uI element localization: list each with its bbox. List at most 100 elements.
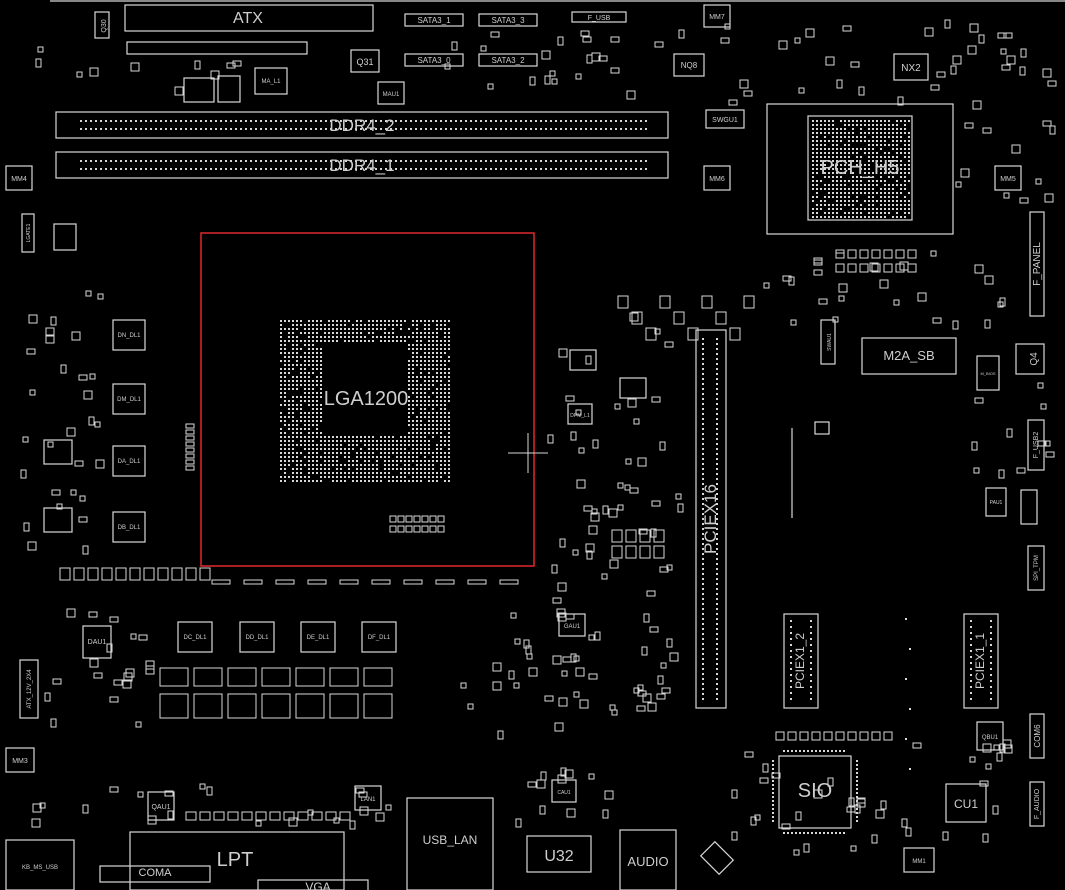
lga-pad [360, 436, 362, 438]
passive-component [880, 800, 887, 810]
swgu1-chip [705, 109, 745, 129]
pch-ball [904, 196, 906, 198]
pch-ball [848, 200, 850, 202]
ddr-pin [515, 120, 517, 122]
pch-ball [880, 208, 882, 210]
ddr-pin [500, 120, 502, 122]
pch-ball [812, 196, 814, 198]
lga-pad [444, 428, 446, 430]
lga-pad [448, 436, 450, 438]
pch-ball [840, 208, 842, 210]
pch-ball [848, 152, 850, 154]
lga-pad [444, 336, 446, 338]
pch-ball [900, 192, 902, 194]
pcie-pin [716, 423, 718, 425]
pch-ball [856, 124, 858, 126]
lga-pad [448, 368, 450, 370]
ddr-pin [140, 128, 142, 130]
passive-component [138, 634, 148, 641]
pcie-pin [702, 368, 704, 370]
ddr-pin [235, 168, 237, 170]
lga-pad [428, 352, 430, 354]
lga-pad [388, 340, 390, 342]
ddr-pin [125, 128, 127, 130]
sio-pin [856, 820, 858, 822]
lga-pad [312, 332, 314, 334]
sio-pin [772, 804, 774, 806]
passive-component [743, 90, 753, 97]
ddr-pin [240, 160, 242, 162]
chip-left-2 [43, 439, 73, 465]
pcie-pin [702, 563, 704, 565]
pch-ball [832, 184, 834, 186]
pch-ball [848, 160, 850, 162]
lga-pad [312, 400, 314, 402]
pcie-pin [702, 618, 704, 620]
passive-component [513, 682, 520, 689]
lga-pad [412, 436, 414, 438]
pcie-pin [702, 658, 704, 660]
ddr-pin [305, 168, 307, 170]
lga-pad [280, 476, 282, 478]
lga-pad [308, 396, 310, 398]
pch-ball [900, 148, 902, 150]
pch-ball [816, 212, 818, 214]
pch-ball [828, 132, 830, 134]
socket-edge-pad [467, 579, 487, 585]
sio-pin [856, 796, 858, 798]
passive-component [944, 19, 951, 29]
lga-pad [428, 380, 430, 382]
passive-component [1045, 451, 1055, 458]
pau1-chip [985, 487, 1007, 517]
pcie-x1-pin [790, 674, 792, 676]
lga-pad [448, 392, 450, 394]
passive-component [803, 843, 810, 853]
pcie-pin [716, 353, 718, 355]
lga-pad [308, 416, 310, 418]
lga-pad [312, 344, 314, 346]
lga-pad [292, 336, 294, 338]
lga-pad [364, 468, 366, 470]
passive-component [637, 457, 647, 467]
lga-pad [304, 416, 306, 418]
ddr-pin [415, 120, 417, 122]
passive-component [50, 316, 57, 326]
ddr-pin [215, 120, 217, 122]
lga-pad [332, 328, 334, 330]
lga-pad [312, 456, 314, 458]
passive-component [647, 702, 657, 712]
pch-ball [832, 204, 834, 206]
lga-pad [340, 480, 342, 482]
ddr-pin [245, 120, 247, 122]
pch-ball [868, 176, 870, 178]
pch-ball [824, 168, 826, 170]
lga-pad [304, 480, 306, 482]
pch-ball [812, 140, 814, 142]
pch-ball [824, 164, 826, 166]
lga-pad [412, 428, 414, 430]
pch-ball [888, 128, 890, 130]
via [909, 648, 911, 650]
lga-pad [288, 424, 290, 426]
via [905, 738, 907, 740]
pcie-x1-pin [990, 674, 992, 676]
socket-pad [429, 515, 437, 523]
lga-pad [384, 328, 386, 330]
lga-pad [336, 332, 338, 334]
sio-pin [831, 750, 833, 752]
lga-pad [280, 464, 282, 466]
label-sata3-1: SATA3_1 [417, 16, 451, 25]
lga-pad [436, 368, 438, 370]
pcie-pin [702, 578, 704, 580]
passive-component [109, 616, 119, 623]
pch-ball [820, 164, 822, 166]
ddr-pin [325, 160, 327, 162]
passive-component [557, 774, 567, 784]
passive-component [527, 781, 537, 788]
ddr-pin [500, 168, 502, 170]
pch-ball [892, 148, 894, 150]
pcie-x1-pin [810, 668, 812, 670]
lga-pad [444, 408, 446, 410]
pch-ball [820, 156, 822, 158]
lga-pad [372, 456, 374, 458]
